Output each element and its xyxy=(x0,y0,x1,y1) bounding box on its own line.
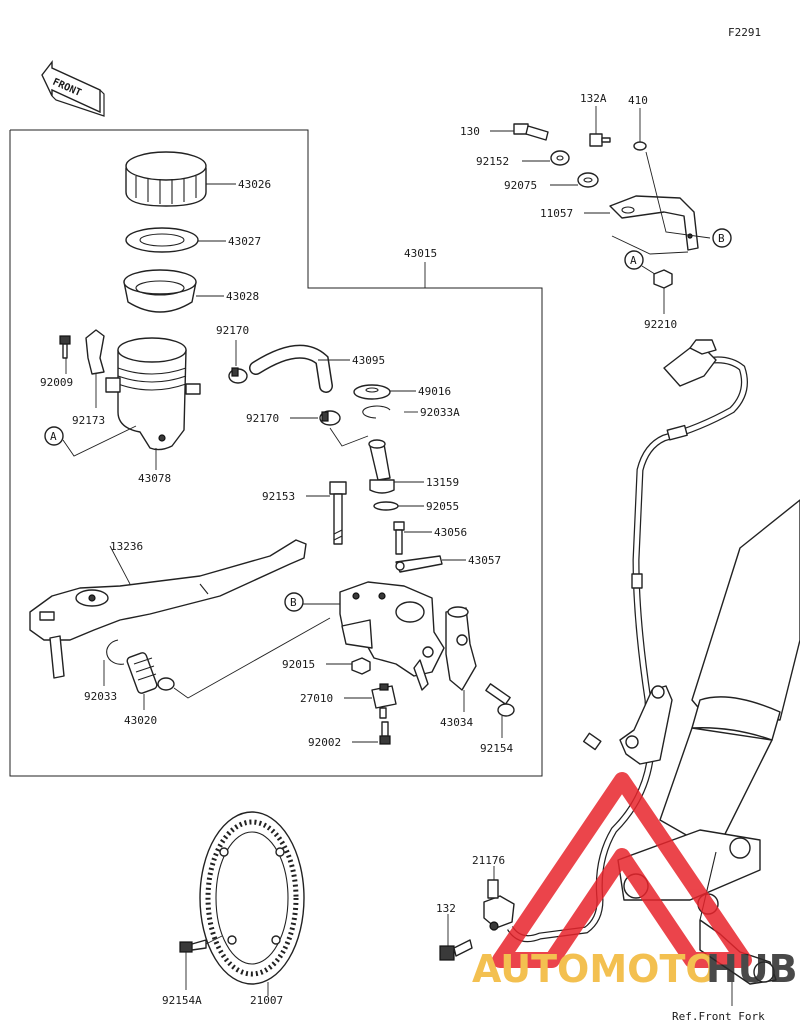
bleeder-43056 xyxy=(393,521,405,555)
label-43015: 43015 xyxy=(404,247,437,260)
label-13159: 13159 xyxy=(426,476,459,489)
label-92033a: 92033A xyxy=(420,406,460,419)
label-92170-lower: 92170 xyxy=(246,412,279,425)
label-43028: 43028 xyxy=(226,290,259,303)
circlip-92033 xyxy=(106,639,125,665)
piston-kit-43020 xyxy=(126,652,175,694)
abs-sensor-cable xyxy=(507,339,748,943)
label-92152: 92152 xyxy=(476,155,509,168)
svg-text:A: A xyxy=(630,254,637,267)
diaphragm xyxy=(123,269,197,313)
svg-text:B: B xyxy=(290,596,297,609)
label-132: 132 xyxy=(436,902,456,915)
hose-clip-upper xyxy=(228,367,248,384)
bolt-92154 xyxy=(485,683,515,717)
master-cylinder-body xyxy=(339,581,445,691)
label-21176: 21176 xyxy=(472,854,505,867)
label-43020: 43020 xyxy=(124,714,157,727)
brake-lever-13236 xyxy=(29,539,307,679)
callout-a-bracket: A xyxy=(624,250,644,270)
label-49016: 49016 xyxy=(418,385,451,398)
label-92153: 92153 xyxy=(262,490,295,503)
label-92033: 92033 xyxy=(84,690,117,703)
label-410: 410 xyxy=(628,94,648,107)
abs-sensor-21176 xyxy=(483,879,515,931)
bleeder-cap-43057 xyxy=(395,555,443,573)
watermark-hub: HUB xyxy=(706,947,798,991)
label-43057: 43057 xyxy=(468,554,501,567)
washer-410 xyxy=(633,141,647,151)
label-43095: 43095 xyxy=(352,354,385,367)
front-arrow-icon: FRONT xyxy=(41,59,105,117)
hose-fitting-13159 xyxy=(368,439,395,494)
bolt-92009 xyxy=(59,335,71,359)
label-92009: 92009 xyxy=(40,376,73,389)
label-11057: 11057 xyxy=(540,207,573,220)
label-43034: 43034 xyxy=(440,716,473,729)
bracket-11057 xyxy=(609,195,699,251)
screw-92002 xyxy=(379,721,391,745)
callout-b-bracket: B xyxy=(712,228,732,248)
label-92015: 92015 xyxy=(282,658,315,671)
circlip-92033a xyxy=(362,405,391,419)
fluid-reservoir xyxy=(105,337,201,451)
reservoir-bracket xyxy=(85,329,105,375)
label-43027: 43027 xyxy=(228,235,261,248)
svg-text:B: B xyxy=(718,232,725,245)
bolt-92153 xyxy=(329,481,347,545)
label-43056: 43056 xyxy=(434,526,467,539)
sensor-rotor-21007 xyxy=(199,811,305,985)
automotohub-watermark: AUTOMOTO HUB xyxy=(472,772,798,991)
diaphragm-plate xyxy=(125,227,199,253)
callout-b-cylinder: B xyxy=(284,592,304,612)
label-21007: 21007 xyxy=(250,994,283,1007)
label-92154: 92154 xyxy=(480,742,513,755)
reservoir-cap xyxy=(125,151,207,207)
bolt-92154a xyxy=(179,939,207,953)
hose-clip-lower xyxy=(319,410,341,426)
svg-text:A: A xyxy=(50,430,57,443)
label-92154a: 92154A xyxy=(162,994,202,1007)
assembly-frame xyxy=(9,129,543,777)
label-92170-upper: 92170 xyxy=(216,324,249,337)
label-132a: 132A xyxy=(580,92,607,105)
bolt-132 xyxy=(439,939,473,961)
pivot-43034 xyxy=(445,606,477,691)
brake-switch-27010 xyxy=(371,683,397,719)
o-ring-92055 xyxy=(373,501,399,511)
grommet-92075 xyxy=(577,172,599,188)
label-92210: 92210 xyxy=(644,318,677,331)
label-92173: 92173 xyxy=(72,414,105,427)
reference-note: Ref.Front Fork xyxy=(672,1010,765,1023)
bolt-130 xyxy=(513,123,549,141)
callout-a-reservoir: A xyxy=(44,426,64,446)
label-92055: 92055 xyxy=(426,500,459,513)
nut-92210 xyxy=(653,269,673,289)
bolt-132a xyxy=(589,133,611,147)
nut-92015 xyxy=(351,657,371,675)
watermark-automoto: AUTOMOTO xyxy=(472,947,718,991)
label-92075: 92075 xyxy=(504,179,537,192)
label-13236: 13236 xyxy=(110,540,143,553)
label-130: 130 xyxy=(460,125,480,138)
label-92002: 92002 xyxy=(308,736,341,749)
figure-code: F2291 xyxy=(728,26,761,39)
label-43078: 43078 xyxy=(138,472,171,485)
label-43026: 43026 xyxy=(238,178,271,191)
cap-49016 xyxy=(353,384,391,400)
label-27010: 27010 xyxy=(300,692,333,705)
collar-92152 xyxy=(550,150,570,166)
